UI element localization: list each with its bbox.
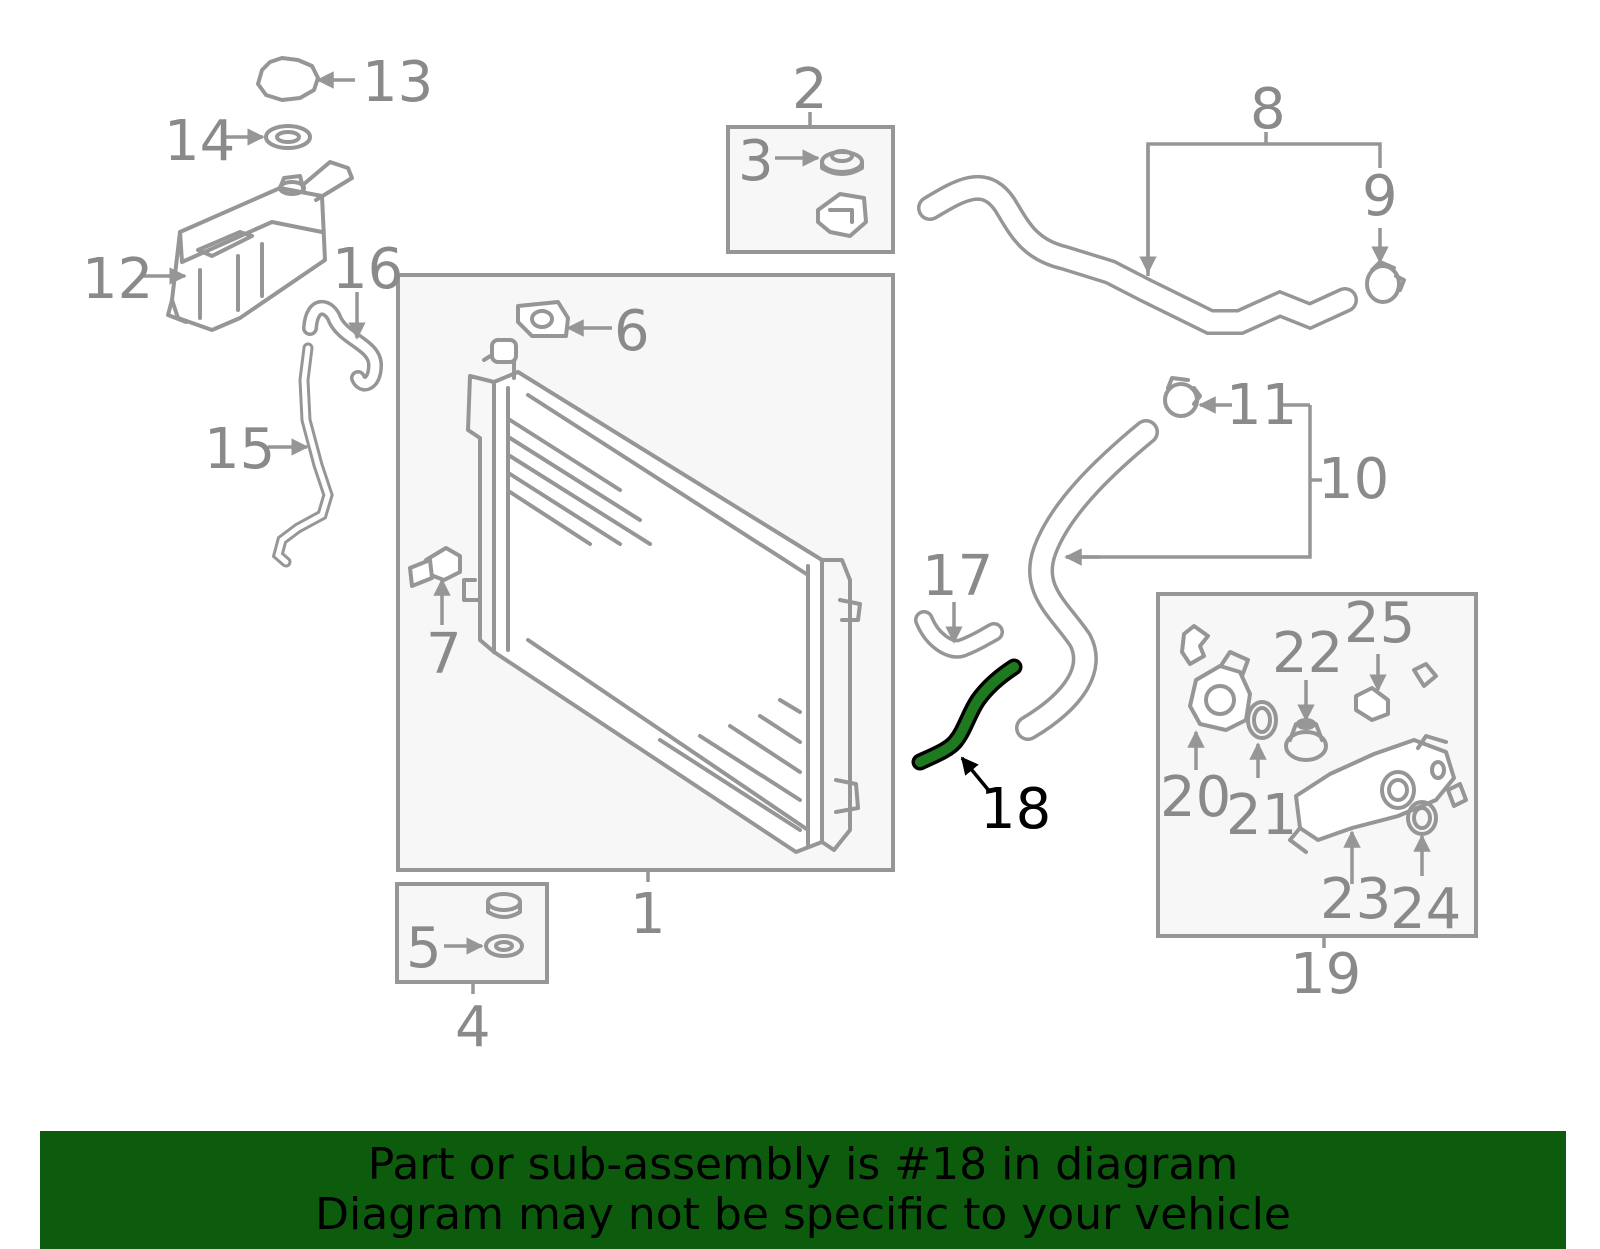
callout-5: 5 bbox=[406, 916, 442, 981]
lower-hose-part bbox=[1015, 419, 1159, 741]
callout-23: 23 bbox=[1320, 867, 1391, 932]
callout-21: 21 bbox=[1226, 783, 1297, 848]
banner-line-part-number: Part or sub-assembly is #18 in diagram bbox=[367, 1139, 1239, 1190]
banner-line-disclaimer: Diagram may not be specific to your vehi… bbox=[315, 1189, 1291, 1240]
info-banner: Part or sub-assembly is #18 in diagram D… bbox=[40, 1131, 1566, 1249]
callout-20: 20 bbox=[1160, 765, 1231, 830]
callout-9: 9 bbox=[1362, 164, 1398, 229]
insulator-part bbox=[484, 892, 524, 958]
callout-4: 4 bbox=[455, 995, 491, 1060]
coolant-reservoir-part bbox=[166, 160, 354, 332]
callout-25: 25 bbox=[1344, 591, 1415, 656]
callout-13: 13 bbox=[362, 50, 433, 115]
callout-14: 14 bbox=[164, 109, 235, 174]
callout-24: 24 bbox=[1390, 877, 1461, 942]
lower-hose-clamp-part bbox=[1163, 376, 1202, 418]
upper-bracket-part bbox=[816, 192, 868, 238]
callout-10: 10 bbox=[1318, 447, 1389, 512]
upper-hose-part bbox=[917, 175, 1358, 335]
callout-17: 17 bbox=[922, 544, 993, 609]
callout-11: 11 bbox=[1226, 373, 1297, 438]
callout-19: 19 bbox=[1290, 942, 1361, 1007]
thermostat-part bbox=[1284, 718, 1328, 762]
reservoir-cap-part bbox=[256, 56, 320, 102]
temperature-sensor-part bbox=[1354, 662, 1438, 722]
callout-7: 7 bbox=[426, 622, 462, 687]
bolt-part bbox=[408, 546, 462, 588]
radiator-seal-part bbox=[516, 300, 570, 338]
callout-6: 6 bbox=[614, 299, 650, 364]
bracket-group-box bbox=[726, 125, 895, 254]
bypass-hose-part bbox=[914, 610, 1004, 659]
thermostat-bracket-part bbox=[1180, 624, 1210, 666]
cap-seal-part bbox=[264, 124, 312, 150]
callout-22: 22 bbox=[1272, 621, 1343, 686]
callout-8: 8 bbox=[1250, 77, 1286, 142]
highlighted-hose-part-18[interactable] bbox=[911, 658, 1023, 771]
callout-18-highlighted[interactable]: 18 bbox=[980, 777, 1051, 842]
callout-3: 3 bbox=[738, 129, 774, 194]
callout-12: 12 bbox=[82, 247, 153, 312]
callout-16: 16 bbox=[332, 237, 403, 302]
outlet-gasket-part bbox=[1246, 700, 1278, 740]
callout-15: 15 bbox=[204, 417, 275, 482]
water-housing-part bbox=[1288, 734, 1456, 854]
callout-1: 1 bbox=[630, 882, 666, 947]
radiator-part bbox=[462, 338, 862, 854]
hose-clamp-part bbox=[1365, 260, 1406, 304]
callout-2: 2 bbox=[792, 57, 828, 122]
housing-gasket-part bbox=[1406, 782, 1468, 836]
